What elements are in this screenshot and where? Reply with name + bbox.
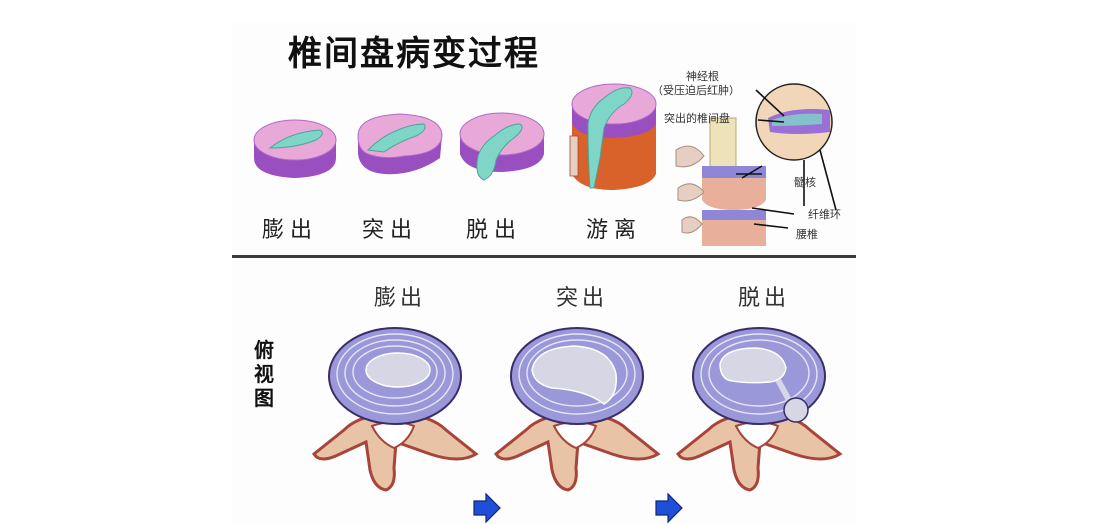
annotation-nucleus: 髓核 [794, 176, 816, 189]
top-view-label: 俯 视 图 [254, 338, 274, 410]
annotation-nerve-root-note: （受压迫后红肿） [652, 84, 740, 97]
annotation-annulus: 纤维环 [808, 208, 841, 221]
disc-bulge-illustration [253, 119, 337, 178]
arrow-right-icon [655, 492, 683, 524]
stage-label-protrusion: 突出 [362, 218, 419, 243]
disc-protrusion-illustration [357, 113, 443, 175]
section-divider [232, 255, 856, 258]
disc-extrusion-illustration [459, 112, 545, 181]
stage-label-extrusion: 脱出 [466, 218, 523, 243]
annotation-protruding-disc: 突出的椎间盘 [664, 112, 730, 125]
stage-label-sequestration: 游离 [586, 218, 643, 243]
annotation-lumbar-vertebra: 腰椎 [796, 228, 818, 241]
disc-sequestration-illustration [569, 83, 657, 190]
vertebra-top-view-protrusion [494, 327, 661, 492]
top-view-label-protrusion: 突出 [556, 286, 609, 311]
arrow-right-icon [473, 492, 501, 524]
vertebra-top-view-extrusion [676, 327, 843, 492]
stage-label-bulge: 膨出 [262, 218, 319, 243]
top-view-label-bulge: 膨出 [374, 286, 427, 311]
spine-anatomy-illustration [675, 83, 837, 246]
page-title: 椎间盘病变过程 [288, 34, 540, 74]
annotation-nerve-root: 神经根 [686, 70, 719, 83]
vertebra-top-view-bulge [312, 327, 479, 492]
top-view-label-extrusion: 脱出 [738, 286, 791, 311]
